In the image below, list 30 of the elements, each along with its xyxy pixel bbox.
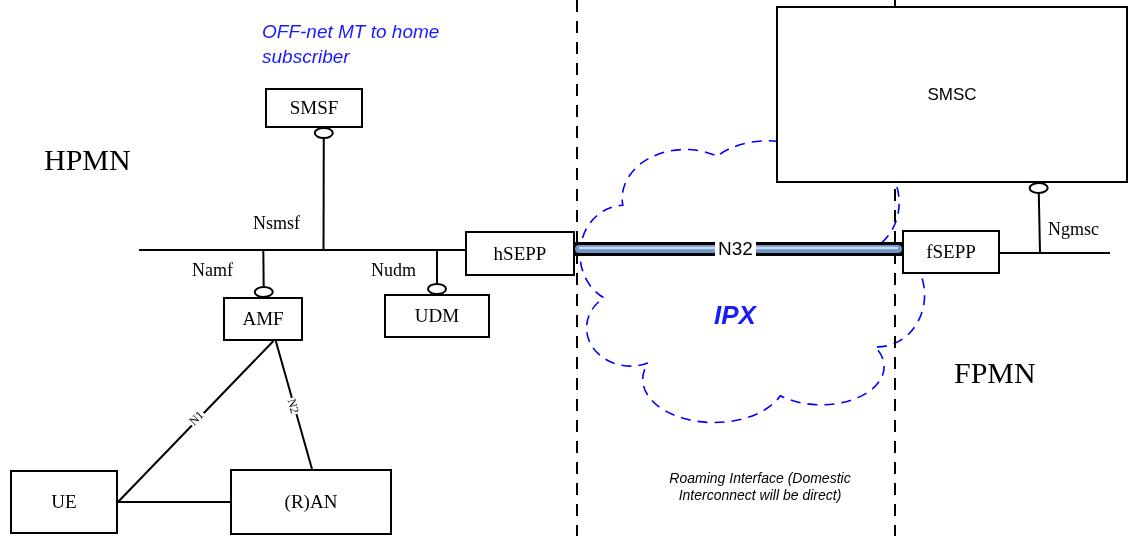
network-name: HPMN [44, 143, 131, 177]
interface-label: Nudm [371, 261, 416, 279]
connector-line [117, 501, 231, 503]
service-interface-line [427, 250, 447, 295]
network-function-box: SMSF [265, 88, 363, 128]
network-function-box: fSEPP [902, 230, 1000, 274]
interface-label: Nsmsf [253, 214, 300, 232]
annotation-text: OFF-net MT to home subscriber [262, 20, 441, 69]
interface-label: N32 [715, 239, 756, 258]
bus-line [139, 249, 440, 251]
interface-label: N2 [285, 396, 302, 416]
cloud-label: IPX [714, 300, 756, 331]
bus-line [1020, 252, 1110, 254]
service-interface-line [1028, 182, 1049, 253]
note-text: Roaming Interface (Domestic Interconnect will be direct) [668, 470, 852, 504]
network-function-box: SMSC [776, 6, 1128, 183]
network-function-box: (R)AN [230, 469, 392, 535]
service-interface-line [253, 250, 274, 298]
connector-line [117, 340, 275, 503]
network-name: FPMN [954, 356, 1036, 390]
interface-label: Namf [192, 261, 233, 279]
network-function-box: UE [10, 470, 118, 534]
connector-line [439, 248, 466, 251]
network-function-box: UDM [384, 294, 490, 338]
interface-label: Ngmsc [1048, 220, 1099, 238]
network-function-box: hSEPP [465, 231, 575, 276]
connector-line [999, 251, 1021, 254]
service-interface-line [313, 127, 334, 250]
connector-line [274, 340, 313, 470]
network-function-box: AMF [223, 297, 303, 341]
